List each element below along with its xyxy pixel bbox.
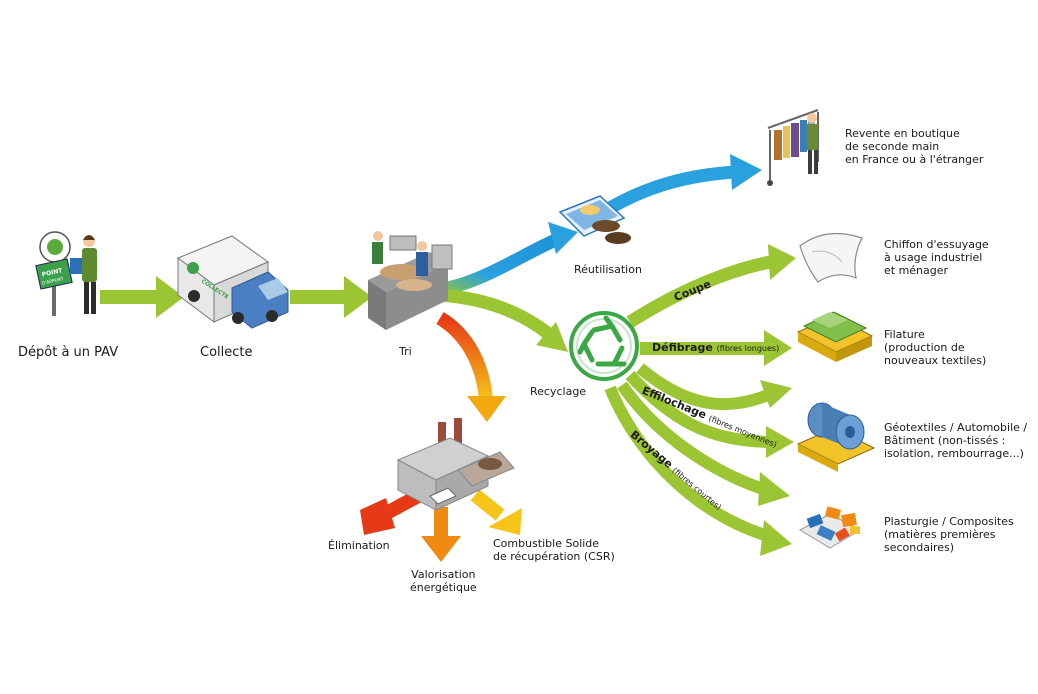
arrow-tri-to-energy [436, 312, 506, 422]
plasturgie-line2: (matières premières [884, 528, 996, 541]
stage-collecte-label: Collecte [200, 345, 253, 360]
plasturgie-line1: Plasturgie / Composites [884, 515, 1014, 528]
filature-line2: (production de [884, 341, 965, 354]
arrow-reutilisation-to-revente [606, 154, 762, 214]
filature-line3: nouveaux textiles) [884, 354, 987, 367]
collection-point-icon: POINT D'APPORT [35, 231, 97, 316]
geotextiles-line2: Bâtiment (non-tissés : [884, 434, 1006, 447]
arrow-valorisation [421, 507, 461, 562]
valorisation-label: Valorisation énergétique [410, 568, 477, 594]
plasturgie-line3: secondaires) [884, 541, 955, 554]
folded-clothes-icon [558, 195, 631, 244]
depot-sign-line1: POINT [41, 267, 64, 278]
fabric-stack-icon [796, 311, 874, 362]
insulation-roll-icon [796, 402, 876, 472]
revente-line1: Revente en boutique [845, 127, 960, 140]
depot-sign-line2: D'APPORT [41, 276, 64, 287]
defibrage-text: Défibrage [652, 341, 713, 354]
arrow-depot-to-collecte [100, 276, 184, 318]
stage-depot-label: Dépôt à un PAV [18, 345, 119, 360]
csr-line1: Combustible Solide [493, 537, 600, 550]
csr-label: Combustible Solide de récupération (CSR) [493, 537, 615, 563]
arrow-tri-to-recyclage [437, 288, 568, 352]
defibrage-note: (fibres longues) [716, 344, 780, 353]
clothes-rack-icon [767, 109, 819, 186]
csr-line2: de récupération (CSR) [493, 550, 615, 563]
composite-pieces-icon [798, 506, 862, 549]
recycle-icon [569, 311, 639, 381]
arrow-broyage-upper [617, 381, 790, 506]
sorting-station-icon [368, 231, 453, 330]
revente-line2: de seconde main [845, 140, 940, 153]
plasturgie-label: Plasturgie / Composites (matières premiè… [884, 515, 1014, 554]
arrow-defibrage [640, 330, 792, 366]
incinerator-plant-icon [396, 418, 515, 511]
chiffon-label: Chiffon d'essuyage à usage industriel et… [884, 238, 989, 277]
geotextiles-line1: Géotextiles / Automobile / [884, 421, 1028, 434]
revente-label: Revente en boutique de seconde main en F… [845, 127, 983, 166]
filature-label: Filature (production de nouveaux textile… [884, 328, 986, 367]
arrow-effilochage [625, 370, 794, 458]
filature-line1: Filature [884, 328, 925, 341]
revente-line3: en France ou à l'étranger [845, 153, 984, 166]
stage-recyclage-label: Recyclage [530, 385, 587, 398]
defibrage-label: Défibrage (fibres longues) [652, 341, 779, 354]
arrow-collecte-to-tri [290, 276, 372, 318]
delivery-truck-icon: COLLECTE [176, 235, 289, 329]
chiffon-line3: et ménager [884, 264, 949, 277]
chiffon-line2: à usage industriel [884, 251, 983, 264]
arrow-effilochage-upper [636, 363, 792, 411]
valorisation-line1: Valorisation [411, 568, 476, 581]
arrow-csr [470, 489, 522, 535]
rag-icon [799, 232, 863, 283]
elimination-label: Élimination [328, 539, 390, 552]
arrow-broyage [604, 385, 792, 556]
arrow-coupe [626, 244, 796, 328]
arrow-elimination [360, 488, 424, 535]
stage-reutilisation-label: Réutilisation [574, 263, 642, 276]
chiffon-line1: Chiffon d'essuyage [884, 238, 989, 251]
stage-tri-label: Tri [399, 345, 412, 358]
valorisation-line2: énergétique [410, 581, 477, 594]
arrow-tri-to-reutilisation [434, 222, 578, 297]
geotextiles-label: Géotextiles / Automobile / Bâtiment (non… [884, 421, 1027, 460]
geotextiles-line3: isolation, rembourrage...) [884, 447, 1024, 460]
